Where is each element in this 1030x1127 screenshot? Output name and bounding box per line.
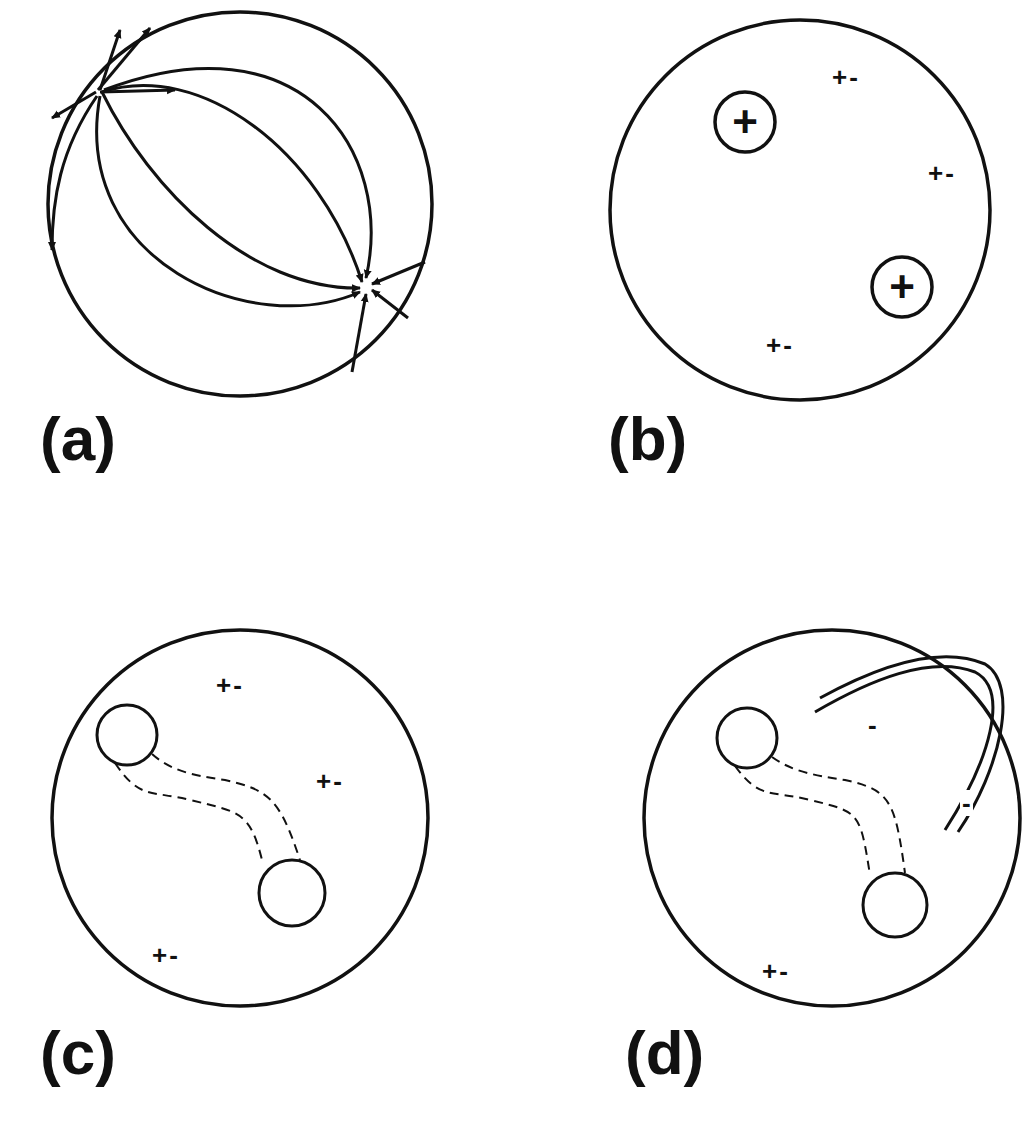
charge-pair: +- xyxy=(928,160,956,186)
panel-label: (b) xyxy=(608,408,687,470)
charge-pair: +- xyxy=(316,768,344,794)
field-lines xyxy=(52,28,425,372)
charge-circle: + xyxy=(713,90,777,154)
charge-pair: +- xyxy=(762,958,790,984)
sphere-outline xyxy=(48,12,432,396)
panel-label: (c) xyxy=(40,1022,116,1084)
flux-tube xyxy=(735,757,905,875)
circle-outline xyxy=(715,92,775,152)
sphere-outline xyxy=(644,630,1020,1006)
charge-pair: +- xyxy=(216,672,244,698)
circle-outline xyxy=(872,257,932,317)
panel-label: (d) xyxy=(625,1022,704,1084)
bag-circle xyxy=(717,708,777,768)
panel-label: (a) xyxy=(40,408,116,470)
bag-circle xyxy=(97,705,157,765)
string-end-charge: - xyxy=(960,790,973,816)
bag-circle xyxy=(863,873,927,937)
sphere-outline xyxy=(52,630,428,1006)
charge-sign: + xyxy=(732,100,758,144)
charge-sign: + xyxy=(889,265,915,309)
charge-pair: +- xyxy=(832,64,860,90)
charge-pair: +- xyxy=(152,942,180,968)
open-string xyxy=(815,657,1003,832)
charge-circle: + xyxy=(870,255,934,319)
flux-tube xyxy=(115,754,300,860)
bag-circle xyxy=(259,860,325,926)
charge-pair: +- xyxy=(766,332,794,358)
sphere-outline xyxy=(610,20,990,400)
string-end-charge: - xyxy=(866,712,879,738)
